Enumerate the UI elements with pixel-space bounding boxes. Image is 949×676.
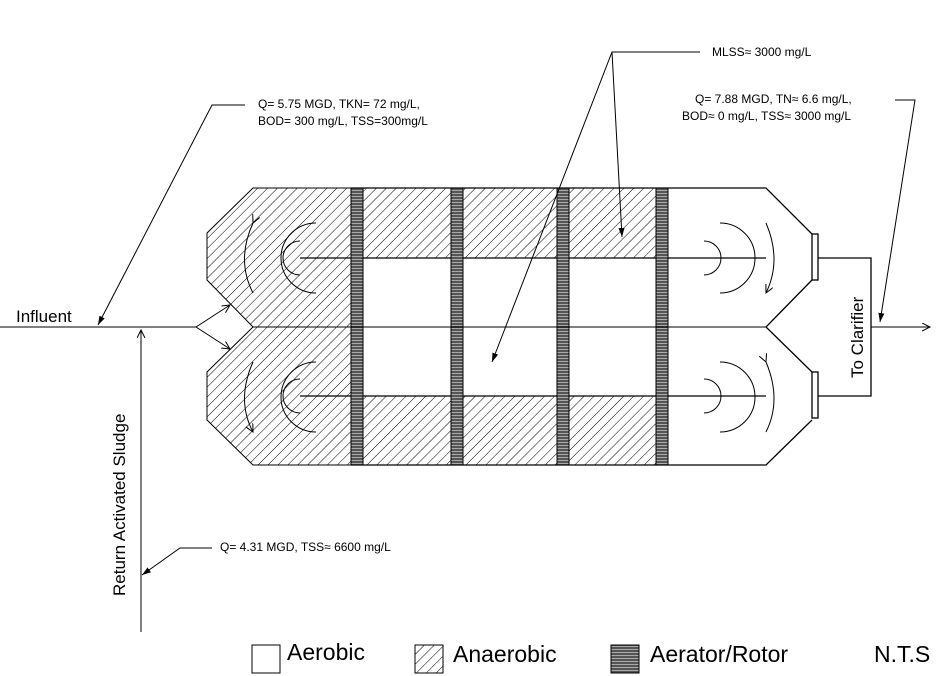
to-clarifier-label: To Clarifier — [848, 296, 867, 378]
return-activated-sludge-label: Return Activated Sludge — [110, 413, 129, 596]
flow-arrows — [244, 223, 775, 432]
flow-lines — [0, 305, 930, 632]
legend-swatches — [251, 644, 640, 674]
mlss-label: MLSS≈ 3000 mg/L — [712, 45, 812, 59]
scale-note: N.T.S — [874, 641, 931, 667]
legend-aerator: Aerator/Rotor — [650, 641, 789, 667]
influent-params-2: BOD= 300 mg/L, TSS=300mg/L — [258, 114, 428, 128]
legend-anaerobic: Anaerobic — [453, 641, 557, 667]
influent-params-1: Q= 5.75 MGD, TKN= 72 mg/L, — [258, 97, 420, 111]
influent-label: Influent — [16, 307, 72, 326]
ras-params: Q= 4.31 MGD, TSS≈ 6600 mg/L — [220, 540, 391, 554]
effluent-params-2: BOD≈ 0 mg/L, TSS≈ 3000 mg/L — [682, 109, 852, 123]
leader-lines — [97, 51, 916, 576]
effluent-params-1: Q= 7.88 MGD, TN≈ 6.6 mg/L, — [695, 92, 852, 106]
anaerobic-zones — [206, 187, 657, 466]
legend-aerobic: Aerobic — [287, 639, 365, 665]
